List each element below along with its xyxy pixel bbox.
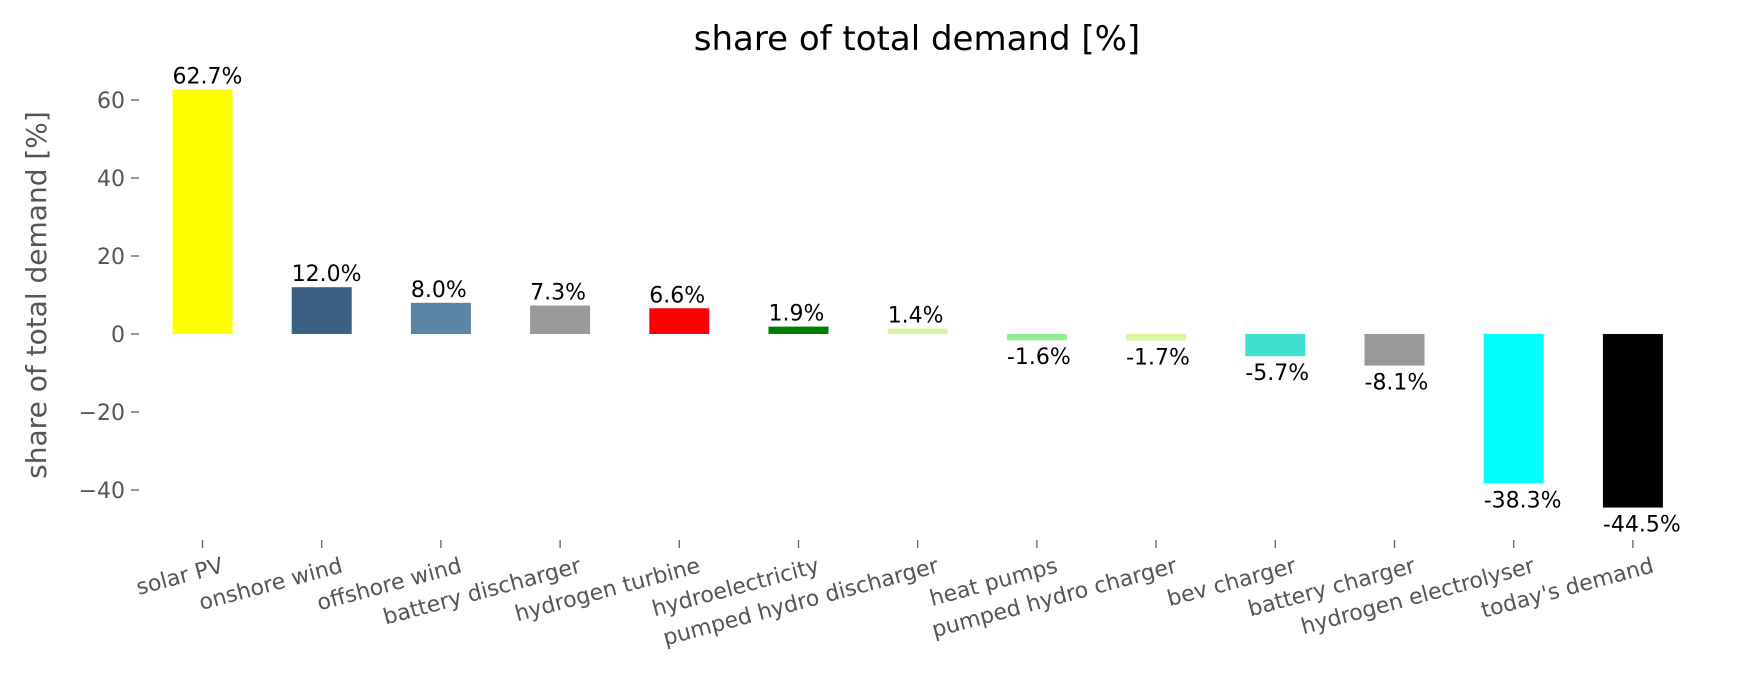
data-label: -1.7% (1126, 346, 1190, 371)
bars: 62.7% 12.0% 8.0% 7.3% 6.6% 1.9% 1.4% -1.6% -1.7%… (172, 64, 1681, 538)
bar (768, 326, 829, 334)
data-label: 6.6% (649, 283, 705, 308)
data-label: 12.0% (292, 262, 362, 287)
bar (887, 328, 948, 334)
data-label: 1.4% (888, 304, 944, 329)
y-tick-label: 20 (97, 245, 125, 270)
chart-title: share of total demand [%] (694, 19, 1140, 59)
y-tick-label: 0 (111, 323, 125, 348)
y-tick-label: −20 (79, 401, 125, 426)
bar (172, 89, 233, 334)
bar (291, 287, 352, 334)
bar (1126, 334, 1187, 341)
bar (649, 308, 710, 334)
data-label: 7.3% (530, 281, 586, 306)
data-label: 1.9% (769, 302, 825, 327)
data-label: -44.5% (1603, 513, 1681, 538)
y-axis-label: share of total demand [%] (20, 111, 53, 479)
y-tick-label: 60 (97, 89, 125, 114)
data-label: -1.6% (1007, 345, 1071, 370)
bar (1483, 334, 1544, 484)
bar (1245, 334, 1306, 357)
data-label: -8.1% (1365, 371, 1429, 396)
bar (1006, 334, 1067, 341)
data-label: -38.3% (1484, 488, 1562, 513)
bar (530, 305, 591, 334)
data-label: 62.7% (173, 64, 243, 89)
bar (1364, 334, 1425, 366)
data-label: -5.7% (1245, 361, 1309, 386)
y-axis: −40 −20 0 20 40 60 (79, 89, 139, 504)
y-tick-label: 40 (97, 167, 125, 192)
bar (410, 302, 471, 334)
bar (1602, 334, 1663, 508)
y-tick-label: −40 (79, 479, 125, 504)
data-label: 8.0% (411, 278, 467, 303)
